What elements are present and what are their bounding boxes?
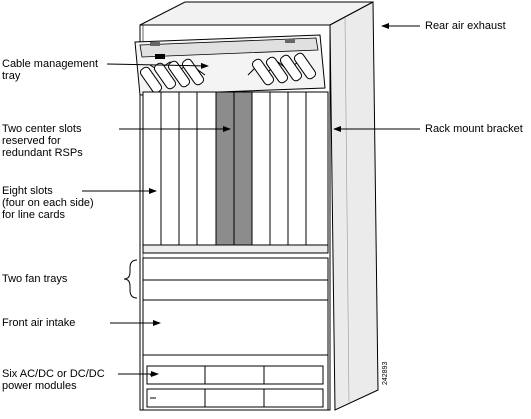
figure-id: 242893	[382, 361, 389, 385]
fan-tray-lower	[142, 279, 329, 301]
power-module	[204, 388, 265, 408]
label-line: Cable management	[2, 58, 99, 70]
label-line: Six AC/DC or DC/DC	[2, 368, 105, 380]
label-power-modules: Six AC/DC or DC/DC power modules	[2, 368, 105, 392]
rsp-slot-left	[215, 91, 235, 246]
power-modules	[142, 354, 329, 411]
power-module	[204, 365, 265, 385]
label-fan-trays: Two fan trays	[2, 273, 68, 285]
cable-management-tray	[134, 34, 326, 96]
label-rear-air-exhaust: Rear air exhaust	[425, 20, 506, 32]
fan-trays-bracket	[123, 259, 138, 299]
fan-tray-upper	[142, 257, 329, 281]
power-module	[263, 365, 324, 385]
label-line: Eight slots	[2, 185, 53, 197]
rsp-slot-right	[233, 91, 253, 246]
label-line: (four on each side)	[2, 197, 94, 209]
label-line: tray	[2, 70, 21, 82]
label-cable-management-tray: Cable management tray	[2, 58, 98, 82]
arrow-cable-management-tray	[106, 62, 209, 69]
chassis-right-side	[329, 1, 379, 411]
power-module	[263, 388, 324, 408]
card-slots	[142, 91, 329, 246]
label-rack-mount-bracket: Rack mount bracket	[425, 123, 523, 135]
label-front-air-intake: Front air intake	[2, 317, 76, 329]
label-center-slots: Two center slots reserved for redundant …	[2, 123, 83, 159]
cisco-logo-icon	[155, 54, 165, 59]
label-line: redundant RSPs	[2, 147, 83, 159]
label-line: reserved for	[2, 135, 61, 147]
front-air-intake	[142, 299, 329, 356]
label-line: for line cards	[2, 209, 65, 221]
label-line: Two center slots	[2, 123, 82, 135]
label-line: power modules	[2, 380, 77, 392]
fan-trays	[142, 244, 329, 301]
label-eight-slots: Eight slots (four on each side) for line…	[2, 185, 94, 221]
